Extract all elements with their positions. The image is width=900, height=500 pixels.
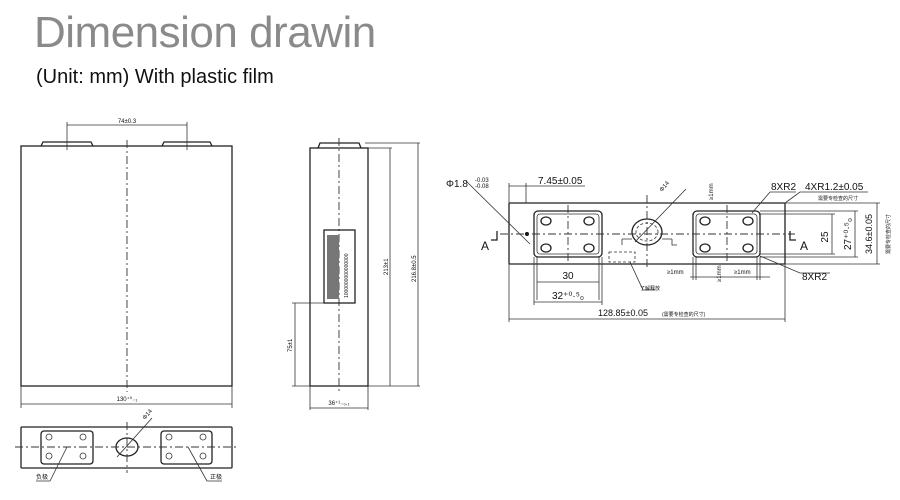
width-label: 130⁺⁰₋₁: [117, 396, 138, 403]
dimension-130: [20, 386, 233, 408]
terminal-outer-width: 32⁺⁰·⁵₀: [552, 291, 584, 302]
pin-hole-tol-upper: -0.03: [475, 178, 489, 184]
corner-radius-top: 8XR2: [771, 182, 796, 193]
clearance-3: ≥1mm: [717, 265, 723, 282]
section-a-left: A: [481, 239, 489, 253]
clearance-2: ≥1mm: [734, 270, 751, 276]
terminal-inner-height: 25: [820, 231, 831, 243]
page-subtitle: (Unit: mm) With plastic film: [36, 66, 274, 88]
bottom-vent-label: Φ14: [142, 408, 154, 421]
dimension-74: [66, 122, 188, 150]
label-offset-label: 75±1: [288, 338, 294, 352]
body-height-label: 213±1: [384, 258, 390, 275]
dimension-36: [309, 386, 369, 410]
negative-label: 负极: [36, 473, 48, 481]
vent-diameter-label: Φ14: [659, 180, 671, 193]
barcode-text: 1000000000000000: [344, 253, 350, 298]
pin-offset-label: 7.45±0.05: [538, 176, 583, 187]
total-height-label: 216.8±0.5: [412, 255, 418, 282]
body-radius-label: 4XR1.2±0.05: [805, 182, 864, 193]
total-length-note: (需要专检查的尺寸): [662, 311, 706, 318]
positive-terminal: [160, 430, 213, 465]
positive-label: 正极: [210, 473, 222, 481]
side-view: 1000000000000000 213±1 216.8±0.5 75±1 36…: [288, 138, 420, 410]
total-width-note: 需要专检查的尺寸: [885, 214, 892, 254]
pin-hole-tol-lower: -0.08: [475, 184, 489, 190]
terminal-outer-height: 27⁺⁰·⁵₀: [843, 218, 854, 250]
cell-body-bottom: [20, 426, 233, 469]
top-view-detail: A A Φ1.8 -0.03 -0.08 7.45±0.05 Φ14 8XR2 …: [446, 176, 892, 322]
front-view: 74±0.3 130⁺⁰₋₁: [20, 119, 233, 408]
section-a-right: A: [800, 239, 808, 253]
clearance-4: ≥1mm: [709, 183, 715, 200]
clearance-1: ≥1mm: [667, 270, 684, 276]
cell-body-front: [20, 145, 233, 387]
height-dimensions: [365, 142, 420, 387]
total-width-label: 34.6±0.05: [864, 214, 874, 254]
vent-note: 了解释放: [640, 285, 660, 292]
body-radius-note: 需要专检查的尺寸: [818, 195, 858, 202]
dimension-75: [292, 302, 324, 387]
thickness-label: 36⁺¹₋₀.₁: [328, 400, 349, 407]
negative-terminal: [40, 430, 94, 465]
corner-radius-bottom: 8XR2: [802, 272, 827, 283]
pin-hole-label: Φ1.8: [446, 179, 468, 190]
barcode-label: [323, 229, 356, 304]
page-title: Dimension drawin: [34, 8, 376, 57]
bottom-view: Φ14 负极 正极: [15, 408, 238, 482]
terminal-spacing-label: 74±0.3: [118, 119, 137, 125]
terminal-inner-width: 30: [562, 271, 574, 282]
total-length-label: 128.85±0.05: [598, 308, 648, 318]
barcode: [327, 235, 339, 299]
